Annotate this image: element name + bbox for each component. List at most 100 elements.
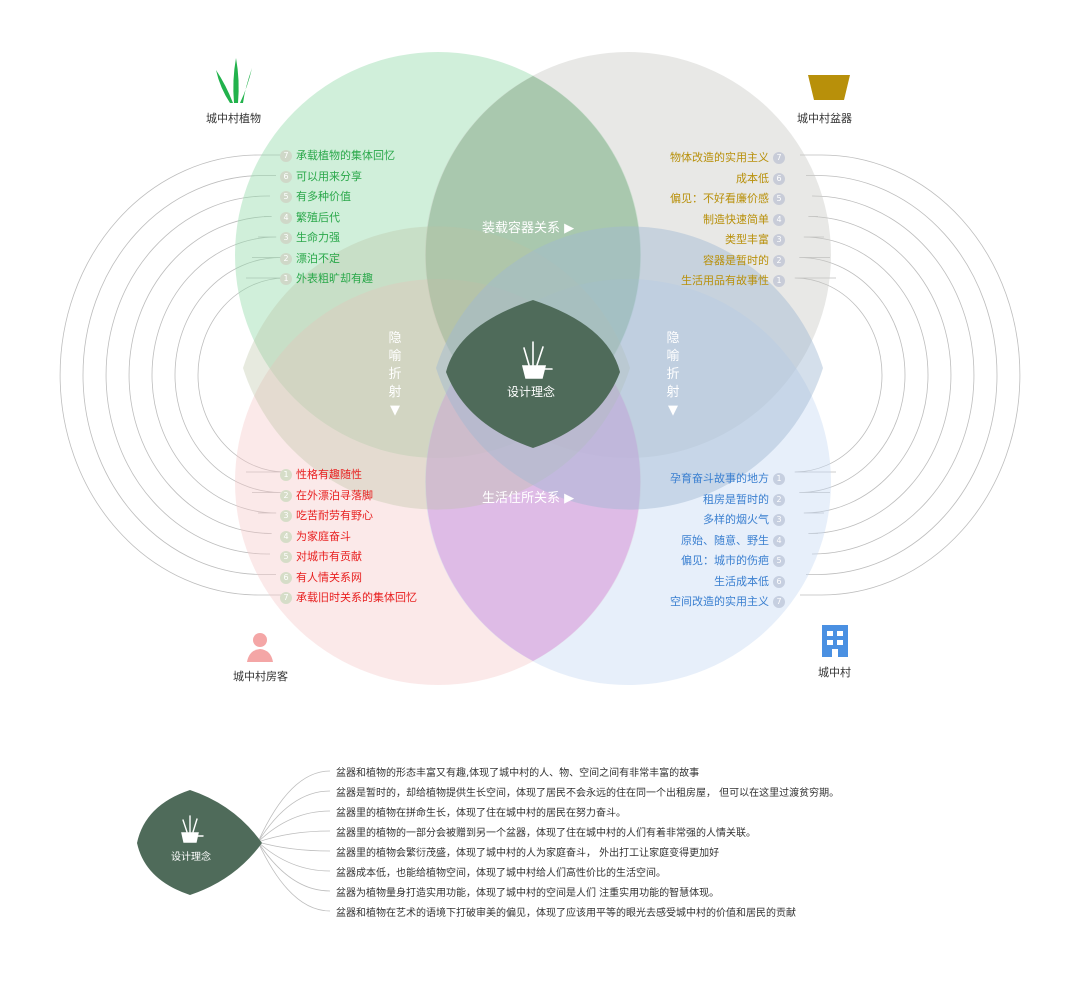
building-icon xyxy=(822,625,848,657)
pots-item-number: 1 xyxy=(773,275,785,287)
center-plant-icon xyxy=(521,341,553,379)
village-item-text: 原始、随意、野生 xyxy=(681,533,769,547)
concept-badge-label: 设计理念 xyxy=(171,852,211,863)
pots-item-number: 7 xyxy=(773,152,785,164)
pots-item-number: 2 xyxy=(773,254,785,267)
overlap-left-label: 隐喻折射▼ xyxy=(388,331,402,418)
plants-item-text: 有多种价值 xyxy=(296,190,351,203)
village-item-text: 孕育奋斗故事的地方 xyxy=(670,472,769,485)
village-item: 孕育奋斗故事的地方 1 xyxy=(670,472,785,486)
statement-connector xyxy=(257,790,331,843)
badge-leaves xyxy=(182,815,198,833)
concept-statement: 盆器里的植物在拼命生长，体现了住在城中村的居民在努力奋斗。 xyxy=(336,808,626,819)
grass-icon xyxy=(216,58,252,103)
tenants-item-text: 性格有趣随性 xyxy=(296,468,362,481)
village-item-number: 2 xyxy=(773,493,785,506)
caption-tenants: 城中村房客 xyxy=(233,670,288,683)
person-body xyxy=(247,649,273,662)
village-item-number: 1 xyxy=(773,473,785,485)
tenants-item: 6 有人情关系网 xyxy=(280,571,362,585)
statement-connector xyxy=(257,841,331,852)
connector-arcs xyxy=(59,154,1021,596)
tenants-item-number: 6 xyxy=(280,571,292,584)
tenants-item-text: 承载旧时关系的集体回忆 xyxy=(296,591,417,604)
village-item: 租房是暂时的 2 xyxy=(703,493,785,507)
tenants-item-number: 2 xyxy=(280,489,292,502)
tenants-item-text: 在外漂泊寻落脚 xyxy=(296,488,373,502)
concept-statement: 盆器为植物量身打造实用功能，体现了城中村的空间是人们 注重实用功能的智慧体现。 xyxy=(336,888,720,899)
center-label: 设计理念 xyxy=(507,385,556,399)
pots-item: 生活用品有故事性 1 xyxy=(681,274,785,288)
plants-item-text: 承载植物的集体回忆 xyxy=(296,149,395,162)
statement-connector xyxy=(257,841,331,912)
statement-connector xyxy=(257,841,331,892)
concept-statement: 盆器里的植物会繁衍茂盛，体现了城中村的人为家庭奋斗， 外出打工让家庭变得更加好 xyxy=(336,848,720,859)
right-arc xyxy=(794,277,883,473)
village-item-text: 租房是暂时的 xyxy=(703,492,769,506)
right-arc xyxy=(803,236,929,514)
statement-connectors xyxy=(257,770,331,912)
pots-item-number: 3 xyxy=(773,234,785,246)
pots-item: 类型丰富 3 xyxy=(725,233,785,247)
concept-statement: 盆器是暂时的，却给植物提供生长空间，体现了居民不会永远的住在同一个出租房屋， 但… xyxy=(336,788,840,799)
plants-item-number: 6 xyxy=(280,170,292,183)
pot-icon xyxy=(808,75,850,100)
concept-statement: 盆器里的植物的一部分会被赠到另一个盆器，体现了住在城中村的人们有着非常强的人情关… xyxy=(336,828,756,839)
tenants-item-number: 7 xyxy=(280,592,292,604)
concept-statement: 盆器和植物的形态丰富又有趣,体现了城中村的人、物、空间之间有非常丰富的故事 xyxy=(336,768,700,779)
person-icon xyxy=(247,633,273,662)
building-window xyxy=(827,631,833,636)
tenants-item: 1 性格有趣随性 xyxy=(280,468,362,482)
plants-item-number: 3 xyxy=(280,232,292,244)
building-window xyxy=(837,640,843,645)
person-head xyxy=(253,633,267,647)
concept-statement: 盆器成本低，也能给植物空间，体现了城中村给人们高性价比的生活空间。 xyxy=(336,868,666,879)
tenants-item-number: 1 xyxy=(280,469,292,481)
tenants-item: 5 对城市有贡献 xyxy=(280,550,362,564)
left-arc xyxy=(128,216,272,534)
plants-item-text: 繁殖后代 xyxy=(296,210,340,224)
pots-item-text: 类型丰富 xyxy=(725,233,769,246)
tenants-item-number: 5 xyxy=(280,551,292,563)
plants-item-text: 可以用来分享 xyxy=(296,169,362,183)
grass-blade xyxy=(233,58,239,103)
tenants-item-text: 有人情关系网 xyxy=(296,570,362,584)
center-leaves xyxy=(523,341,544,366)
tenants-item-text: 为家庭奋斗 xyxy=(296,529,351,543)
tenants-item: 2 在外漂泊寻落脚 xyxy=(280,489,373,503)
building-window xyxy=(827,640,833,645)
left-arc xyxy=(197,277,286,473)
right-arc xyxy=(806,175,998,575)
right-arc xyxy=(799,257,906,493)
overlap-top-label: 装载容器关系 ▶ xyxy=(482,221,575,236)
village-item-number: 5 xyxy=(773,555,785,567)
tenants-item-text: 对城市有贡献 xyxy=(296,550,362,563)
village-item-number: 6 xyxy=(773,575,785,588)
plants-item: 6 可以用来分享 xyxy=(280,170,362,184)
concept-statement: 盆器和植物在艺术的语境下打破审美的偏见，体现了应该用平等的眼光去感受城中村的价值… xyxy=(336,908,796,919)
village-item-number: 7 xyxy=(773,596,785,608)
left-arc xyxy=(151,236,277,514)
plants-item-number: 2 xyxy=(280,252,292,265)
badge-plant-icon xyxy=(181,815,204,843)
pots-item-text: 生活用品有故事性 xyxy=(681,274,769,287)
caption-pots: 城中村盆器 xyxy=(797,112,852,125)
left-arc xyxy=(59,154,282,596)
statement-connector xyxy=(257,770,331,843)
